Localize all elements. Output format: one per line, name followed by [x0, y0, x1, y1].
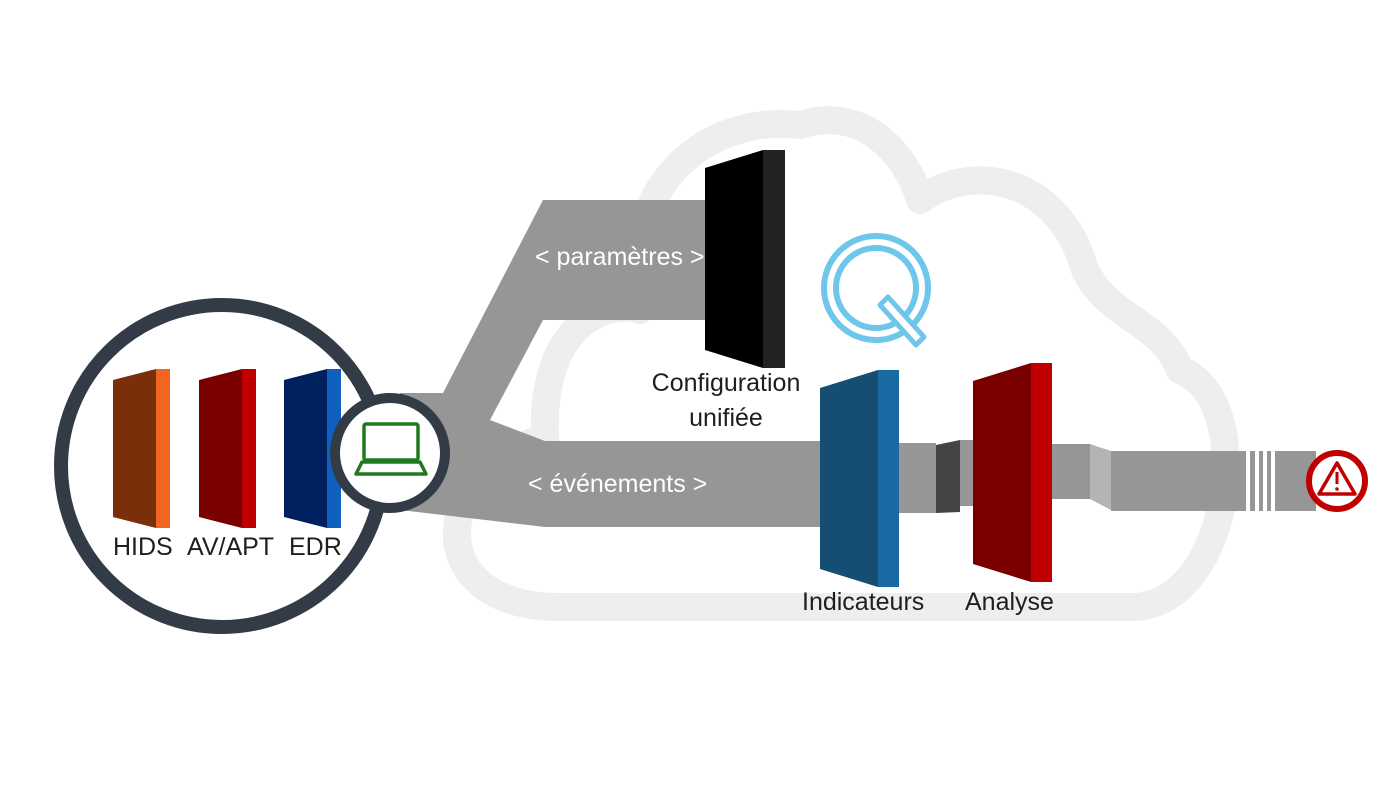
edr-label: EDR: [289, 533, 342, 561]
analysis-label: Analyse: [965, 588, 1054, 616]
indicators-label: Indicateurs: [802, 588, 925, 616]
output-pipe: [1111, 451, 1316, 511]
config-label-line2: unifiée: [689, 404, 763, 432]
analysis-block-side: [1031, 363, 1052, 582]
events-label: < événements >: [528, 470, 708, 498]
config-label-line1: Configuration: [651, 369, 801, 397]
cloud-shape: [442, 106, 1240, 622]
hids-label: HIDS: [113, 533, 173, 561]
pipe-segment-3: [1051, 444, 1090, 499]
avapt-label: AV/APT: [187, 533, 275, 561]
output-pipe-stripes: [1246, 451, 1275, 511]
warning-icon: [1306, 450, 1368, 512]
config-block-front: [705, 150, 763, 368]
hids-block-side: [156, 369, 170, 528]
indicators-block-front: [820, 370, 878, 587]
hids-block-front: [113, 369, 156, 528]
pipe-connector-dark: [936, 440, 960, 513]
pipe-segment-1: [898, 443, 936, 513]
laptop-circle: [330, 393, 450, 513]
pipe-connector-light: [1090, 444, 1111, 510]
events-pipe: [400, 395, 852, 527]
avapt-block-front: [199, 369, 242, 528]
config-block-side: [763, 150, 785, 368]
avapt-block-side: [242, 369, 256, 528]
edr-block-front: [284, 369, 327, 528]
parameters-pipe: [400, 200, 726, 430]
laptop-icon: [354, 422, 428, 476]
parameters-label: < paramètres >: [535, 243, 705, 271]
analysis-block-front: [973, 363, 1031, 582]
indicators-block-side: [878, 370, 899, 587]
q-logo-icon: [821, 233, 931, 348]
